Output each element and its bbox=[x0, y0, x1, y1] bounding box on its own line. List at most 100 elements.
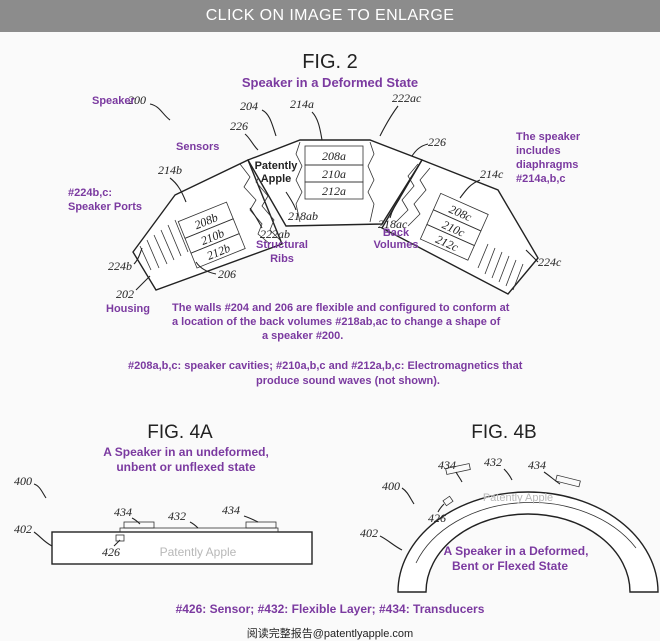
fig4a-sensor bbox=[115, 534, 125, 542]
label-214a: 214a bbox=[290, 97, 314, 111]
fig4b-leader-400 bbox=[401, 487, 415, 505]
label-202: 202 bbox=[116, 287, 134, 301]
center-left-rib bbox=[295, 141, 303, 223]
fig2-note-line4: #208a,b,c: speaker cavities; #210a,b,c a… bbox=[128, 360, 523, 372]
annotation-diaphragms-line3: diaphragms bbox=[516, 159, 578, 171]
label-222ac: 222ac bbox=[392, 91, 422, 105]
leader-214a bbox=[311, 111, 323, 141]
fig4b-label-434-left: 434 bbox=[438, 458, 456, 472]
label-222ab: 222ab bbox=[260, 227, 290, 241]
label-226-right: 226 bbox=[428, 135, 446, 149]
parts-legend: #426: Sensor; #432: Flexible Layer; #434… bbox=[176, 602, 485, 616]
speaker-right-segment bbox=[381, 159, 539, 295]
fig4a-leader-400 bbox=[33, 483, 47, 499]
patent-drawing-canvas: FIG. 2 Speaker in a Deformed State bbox=[14, 51, 659, 640]
leader-218ac bbox=[389, 197, 401, 219]
enlarge-image-banner[interactable]: CLICK ON IMAGE TO ENLARGE bbox=[0, 0, 660, 32]
label-210a: 210a bbox=[322, 167, 346, 181]
annotation-structural-line2: Ribs bbox=[270, 253, 294, 265]
right-port-ribs bbox=[477, 243, 524, 291]
fig4b-label-434-right: 434 bbox=[528, 458, 546, 472]
fig2-subtitle: Speaker in a Deformed State bbox=[242, 75, 418, 90]
label-218ab: 218ab bbox=[288, 209, 318, 223]
fig4b-label-402: 402 bbox=[360, 526, 378, 540]
fig4b-leader-432 bbox=[503, 468, 513, 481]
fig4b-group: FIG. 4B Patently Apple 400 402 434 432 4… bbox=[360, 422, 659, 593]
leader-218ab bbox=[285, 191, 297, 211]
annotation-ports-line2: Speaker Ports bbox=[68, 201, 142, 213]
label-214c: 214c bbox=[480, 167, 504, 181]
fig4b-leader-434-left bbox=[455, 471, 463, 483]
annotation-ports-line1: #224b,c: bbox=[68, 187, 112, 199]
leader-214b bbox=[169, 177, 187, 203]
fig4b-title: FIG. 4B bbox=[471, 422, 536, 443]
enlarge-banner-label: CLICK ON IMAGE TO ENLARGE bbox=[205, 7, 455, 24]
leader-224b bbox=[133, 247, 143, 265]
fig4a-transducer-right bbox=[245, 521, 277, 529]
label-224c: 224c bbox=[538, 255, 562, 269]
fig4a-title: FIG. 4A bbox=[147, 422, 213, 443]
center-right-rib bbox=[367, 141, 375, 223]
fig4a-leader-426 bbox=[113, 539, 121, 547]
annotation-housing: Housing bbox=[106, 303, 150, 315]
annotation-sensors: Sensors bbox=[176, 141, 219, 153]
fig4a-flexible-layer bbox=[119, 527, 279, 533]
fig2-note-line3: a speaker #200. bbox=[262, 330, 343, 342]
fig2-note-line1: The walls #204 and 206 are flexible and … bbox=[172, 302, 510, 314]
fig4b-label-426: 426 bbox=[428, 511, 446, 525]
label-224b: 224b bbox=[108, 259, 132, 273]
fig4a-label-434-right: 434 bbox=[222, 503, 240, 517]
fig2-title: FIG. 2 bbox=[302, 51, 358, 73]
leader-226-left bbox=[244, 133, 259, 151]
fig4b-leader-402 bbox=[379, 535, 403, 551]
fig2-group: FIG. 2 Speaker in a Deformed State bbox=[68, 51, 581, 387]
fig4a-label-434-left: 434 bbox=[114, 505, 132, 519]
right-hinge-ribs bbox=[395, 163, 431, 227]
fig4a-transducer-left bbox=[123, 521, 155, 529]
fig4a-label-402: 402 bbox=[14, 522, 32, 536]
fig2-watermark-line2: Apple bbox=[261, 173, 292, 185]
fig4b-label-400: 400 bbox=[382, 479, 400, 493]
leader-222ac bbox=[379, 105, 399, 137]
label-204: 204 bbox=[240, 99, 258, 113]
leader-222ab bbox=[249, 207, 263, 229]
fig4a-leader-434-left bbox=[131, 517, 141, 525]
annotation-diaphragms-line1: The speaker bbox=[516, 131, 581, 143]
fig4a-group: FIG. 4A A Speaker in an undeformed, unbe… bbox=[14, 422, 313, 565]
fig4b-caption-line1: A Speaker in a Deformed, bbox=[444, 544, 589, 558]
fig4b-caption-line2: Bent or Flexed State bbox=[452, 559, 568, 573]
label-218ac: 218ac bbox=[378, 217, 408, 231]
label-214b: 214b bbox=[158, 163, 182, 177]
source-footer: 阅读完整报告@patentlyapple.com bbox=[247, 626, 413, 640]
fig4b-flexible-layer bbox=[415, 502, 637, 564]
fig4a-caption-line2: unbent or unflexed state bbox=[116, 460, 256, 474]
fig4a-leader-434-right bbox=[243, 515, 259, 523]
label-212a: 212a bbox=[322, 184, 346, 198]
fig4b-transducer-left bbox=[445, 463, 471, 475]
leader-214c bbox=[459, 179, 481, 199]
fig2-note-line2: a location of the back volumes #218ab,ac… bbox=[172, 316, 501, 328]
fig4a-label-432: 432 bbox=[168, 509, 186, 523]
annotation-structural-line1: Structural bbox=[256, 239, 308, 251]
annotation-back-line2: Volumes bbox=[373, 239, 418, 251]
annotation-back-line1: Back bbox=[383, 227, 410, 239]
fig2-note-line5: produce sound waves (not shown). bbox=[256, 375, 440, 387]
fig4a-caption-line1: A Speaker in an undeformed, bbox=[103, 445, 269, 459]
label-200: 200 bbox=[128, 93, 146, 107]
electromagnetic-212a bbox=[304, 181, 364, 200]
fig4b-leader-426 bbox=[437, 503, 445, 513]
fig4a-label-400: 400 bbox=[14, 474, 32, 488]
label-226-left: 226 bbox=[230, 119, 248, 133]
fig4b-transducer-right bbox=[555, 474, 581, 488]
patent-figure[interactable]: FIG. 2 Speaker in a Deformed State bbox=[0, 32, 660, 641]
annotation-speaker: Speaker bbox=[92, 95, 136, 107]
fig4b-sensor bbox=[442, 495, 454, 507]
left-cavity-box bbox=[177, 201, 246, 269]
fig4a-leader-402 bbox=[33, 531, 53, 547]
leader-204 bbox=[261, 109, 277, 137]
label-206: 206 bbox=[218, 267, 236, 281]
label-208a: 208a bbox=[322, 149, 346, 163]
fig4a-watermark: Patently Apple bbox=[160, 545, 237, 559]
leader-206 bbox=[195, 261, 217, 275]
right-cavity-box bbox=[419, 192, 489, 261]
